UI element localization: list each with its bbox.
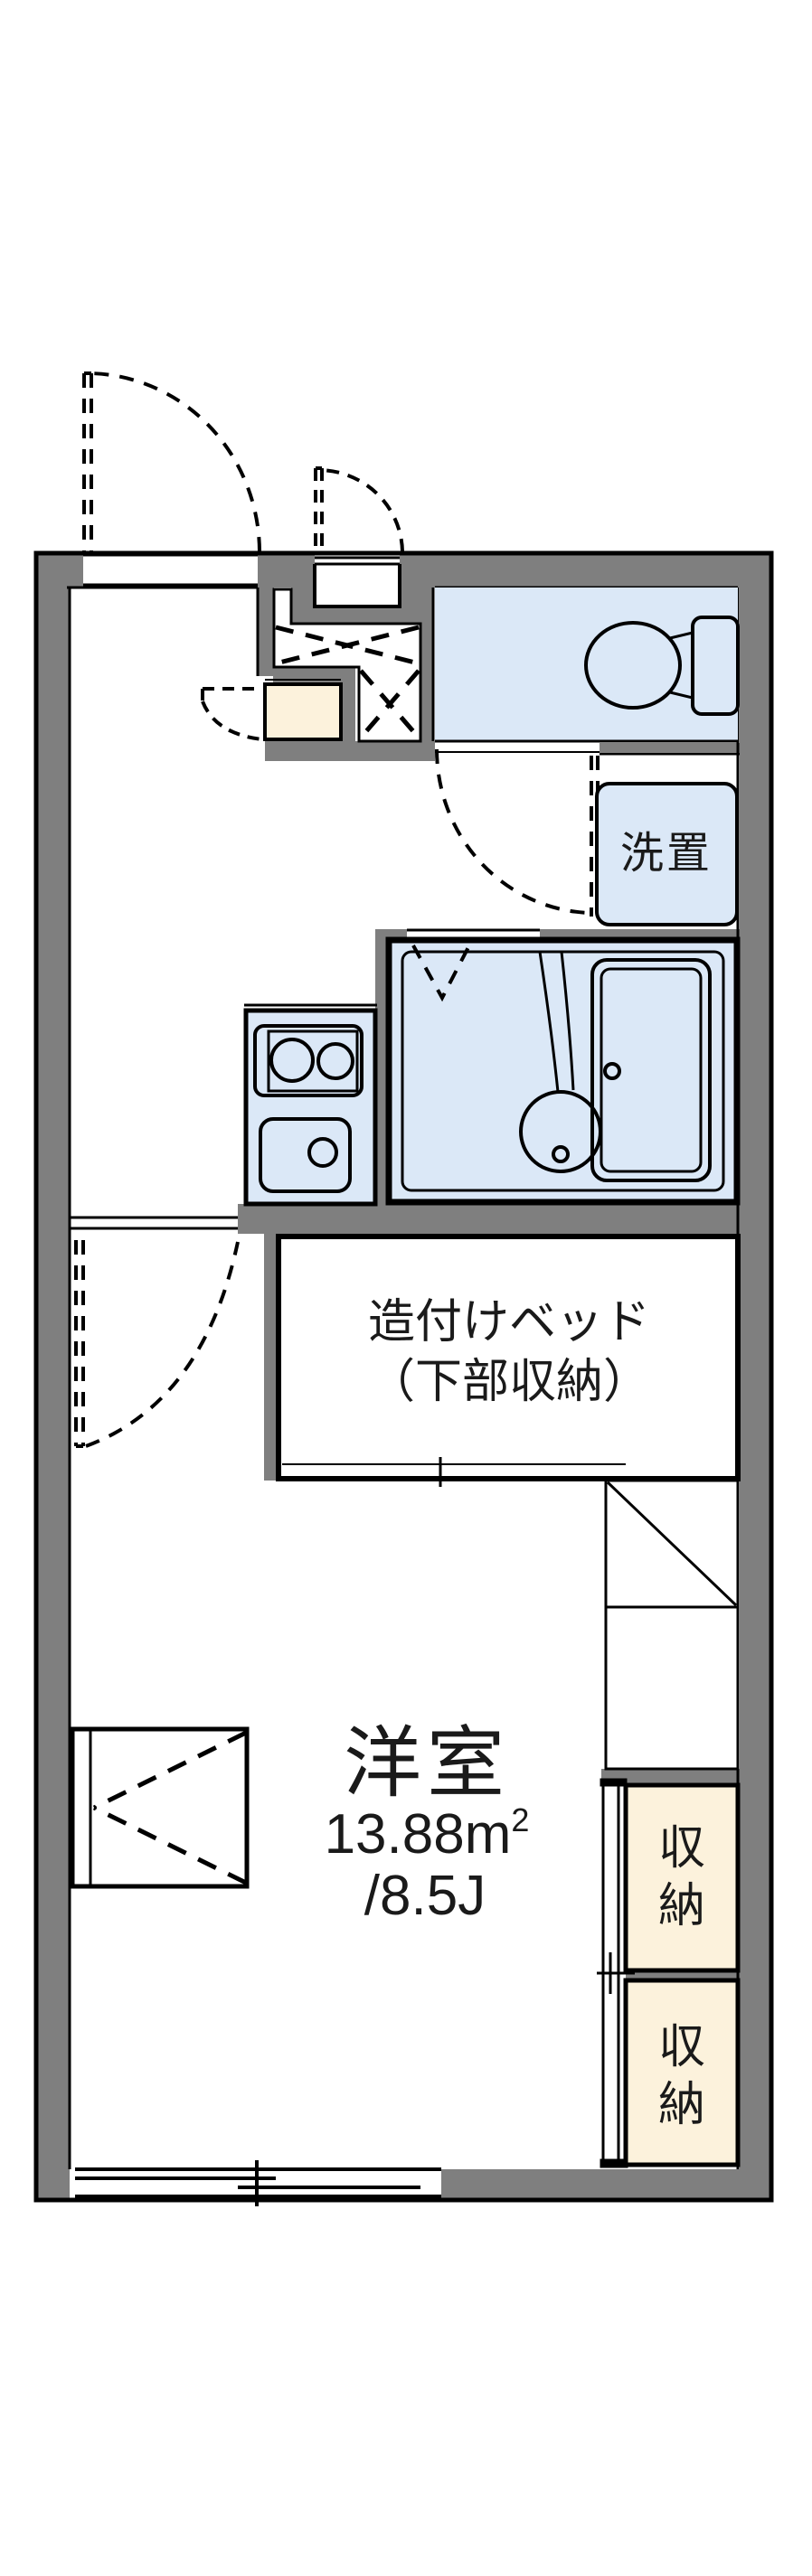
outer-wall-outline: [33, 550, 774, 2203]
entrance-door-swing: [82, 371, 261, 552]
storage-lower-char1: 収: [658, 2021, 705, 2073]
entry-closet-x-icon: [275, 625, 420, 739]
storage-top-band: [601, 1769, 740, 1785]
bed-label-line2: （下部収納）: [368, 1356, 650, 1408]
corner-shelf-diagonal: [606, 1481, 738, 1607]
burner-icon: [316, 1042, 354, 1080]
storage-upper-char2: 納: [658, 1880, 705, 1932]
storage-upper: [623, 1782, 741, 1973]
utility-door-swing: [201, 687, 263, 741]
sink-drain-icon: [307, 1137, 338, 1168]
balcony-window: [75, 2160, 441, 2206]
bathroom: [385, 936, 741, 1206]
bath-stool: [519, 1090, 602, 1173]
utility-box: [263, 682, 343, 741]
washer-label: 洗置: [620, 830, 713, 878]
mid-wall: [238, 1204, 740, 1234]
kitchen-window: [313, 556, 401, 608]
storage-upper-char1: 収: [658, 1822, 705, 1875]
toilet: [584, 616, 740, 716]
kitchen-window-niche: [315, 554, 400, 608]
left-wall: [36, 553, 70, 2200]
tatami-label: /8.5J: [364, 1865, 486, 1927]
main-room-labels: 洋室 13.88m2 /8.5J: [325, 1720, 530, 1927]
sink: [259, 1117, 352, 1193]
lower-shelf: [604, 1605, 740, 1771]
bathroom-shell: [385, 936, 741, 1206]
burner-icon: [269, 1038, 315, 1083]
entry-bottom-wall: [265, 741, 435, 761]
stove: [253, 1024, 364, 1097]
closet-box: [70, 1726, 250, 1889]
kitchen: [243, 1003, 378, 1207]
bath-drain: [552, 1145, 570, 1163]
right-wall: [740, 553, 771, 2200]
bathtub: [590, 958, 712, 1182]
entry-partition-wall: [258, 588, 274, 676]
right-cabinets: 収 納 収 納: [597, 1479, 741, 2168]
bath-folding-door-icon: [411, 945, 471, 1002]
main-room-label: 洋室: [344, 1720, 510, 1807]
built-in-bed: 造付けベッド （下部収納）: [276, 1234, 741, 1487]
bed-label-line1: 造付けベッド: [368, 1296, 650, 1349]
entry-closet: [272, 588, 422, 743]
entrance-area: [82, 371, 422, 743]
entrance-opening: [83, 551, 258, 589]
bedroom-closet: [70, 1726, 250, 1889]
closet-door-arrow-icon: [92, 1730, 248, 1885]
washer-pan: [595, 782, 739, 926]
bath-partition-line2: [560, 951, 575, 1091]
closet-right-wall: [420, 624, 434, 761]
toilet-room: [435, 588, 740, 917]
bed-box: [276, 1234, 741, 1481]
storage-divider: [626, 1970, 740, 1980]
bedroom-door: [71, 1216, 240, 1448]
storage-lower-char2: 納: [658, 2079, 705, 2131]
toilet-bottom-wall: [600, 743, 740, 752]
storage-lower: [623, 1978, 741, 2167]
bath-partition-line: [538, 951, 560, 1093]
area-label: 13.88m2: [325, 1801, 530, 1866]
window-door-swing: [314, 466, 404, 552]
bottom-wall: [437, 2169, 771, 2198]
washer-room: 洗置: [407, 782, 739, 940]
bed-left-wall: [264, 1204, 279, 1481]
